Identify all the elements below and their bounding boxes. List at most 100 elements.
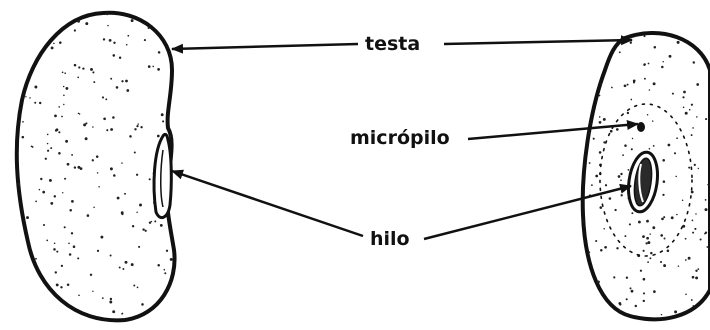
texture-dot bbox=[38, 188, 41, 191]
texture-dot bbox=[646, 113, 649, 116]
texture-dot bbox=[78, 66, 81, 69]
seed-side-outline bbox=[14, 10, 177, 323]
texture-dot bbox=[675, 175, 677, 178]
texture-dot bbox=[53, 42, 55, 45]
texture-dot bbox=[44, 157, 47, 160]
texture-dot bbox=[155, 314, 158, 317]
texture-dot bbox=[588, 251, 591, 254]
texture-dot bbox=[112, 310, 116, 314]
testa-arrow-left bbox=[171, 42, 359, 54]
texture-dot bbox=[157, 264, 160, 267]
texture-dot bbox=[652, 226, 656, 230]
texture-dot bbox=[696, 116, 698, 118]
texture-dot bbox=[604, 245, 607, 249]
texture-dot bbox=[598, 94, 601, 97]
texture-dot bbox=[32, 51, 35, 54]
texture-dot bbox=[671, 29, 673, 31]
texture-dot bbox=[652, 82, 656, 86]
texture-dot bbox=[143, 23, 146, 25]
texture-dot bbox=[707, 183, 709, 186]
texture-dot bbox=[691, 219, 694, 222]
texture-dot bbox=[18, 253, 21, 256]
texture-dot bbox=[53, 242, 56, 245]
texture-dot bbox=[134, 128, 137, 131]
texture-dot bbox=[120, 211, 124, 215]
seed-face-view bbox=[580, 28, 710, 324]
texture-dot bbox=[55, 283, 59, 287]
hilum-arrow-right bbox=[423, 183, 632, 241]
texture-dot bbox=[663, 216, 666, 219]
texture-dot bbox=[590, 322, 592, 324]
texture-dot bbox=[46, 142, 49, 145]
texture-dot bbox=[100, 235, 104, 239]
texture-dot bbox=[148, 221, 152, 224]
hilum-face-highlight bbox=[638, 163, 644, 203]
texture-dot bbox=[164, 272, 167, 275]
texture-dot bbox=[107, 24, 109, 27]
texture-dot bbox=[135, 173, 139, 176]
texture-dot bbox=[106, 129, 109, 132]
texture-dot bbox=[667, 143, 671, 147]
label-hilum: hilo bbox=[367, 228, 413, 250]
texture-dot bbox=[642, 249, 645, 252]
texture-dot bbox=[92, 126, 94, 128]
texture-dot bbox=[31, 308, 35, 311]
texture-dot bbox=[677, 265, 680, 267]
texture-dot bbox=[696, 33, 699, 36]
texture-dot bbox=[86, 214, 90, 217]
texture-dot bbox=[82, 67, 85, 70]
texture-dot bbox=[648, 89, 651, 91]
texture-dot bbox=[42, 190, 46, 194]
texture-dot bbox=[24, 49, 27, 52]
texture-dot bbox=[136, 211, 138, 214]
texture-dot bbox=[598, 116, 601, 118]
texture-dot bbox=[142, 228, 145, 231]
texture-dot bbox=[124, 260, 128, 264]
texture-dot bbox=[642, 277, 646, 281]
texture-dot bbox=[58, 106, 61, 108]
texture-dot bbox=[681, 199, 684, 201]
texture-dot bbox=[595, 174, 599, 178]
texture-dot bbox=[69, 209, 72, 212]
texture-dot bbox=[643, 321, 646, 324]
texture-dot bbox=[105, 98, 108, 101]
texture-dot bbox=[73, 63, 77, 67]
texture-dot bbox=[101, 96, 105, 99]
texture-dot bbox=[136, 124, 139, 128]
texture-dot bbox=[684, 111, 688, 115]
texture-dot bbox=[586, 291, 589, 294]
texture-dot bbox=[659, 260, 663, 264]
texture-dot bbox=[66, 283, 70, 287]
texture-dot bbox=[630, 289, 634, 293]
texture-dot bbox=[42, 223, 46, 227]
texture-dot bbox=[592, 311, 595, 314]
texture-dot bbox=[682, 106, 685, 109]
texture-dot bbox=[141, 303, 144, 306]
texture-dot bbox=[54, 271, 57, 274]
texture-dot bbox=[604, 184, 608, 187]
texture-dot bbox=[684, 237, 687, 240]
texture-dot bbox=[602, 117, 606, 121]
hilum-side-inner bbox=[160, 149, 164, 208]
texture-dot bbox=[637, 220, 641, 224]
texture-dot bbox=[69, 318, 71, 321]
texture-dot bbox=[139, 203, 142, 207]
texture-dot bbox=[664, 28, 667, 31]
texture-dot bbox=[150, 220, 153, 223]
texture-dot bbox=[690, 190, 694, 194]
texture-dot bbox=[42, 290, 45, 293]
texture-dot bbox=[91, 159, 94, 162]
texture-dot bbox=[144, 229, 147, 232]
texture-dot bbox=[27, 63, 30, 66]
texture-dot bbox=[26, 262, 29, 266]
texture-dot bbox=[602, 51, 605, 55]
micropyle-mark bbox=[637, 122, 645, 132]
texture-dot bbox=[156, 134, 160, 138]
texture-dot bbox=[582, 306, 583, 309]
texture-dot bbox=[683, 90, 686, 94]
texture-dot bbox=[48, 294, 52, 297]
texture-dot bbox=[116, 196, 120, 200]
texture-dot bbox=[61, 115, 63, 118]
texture-dot bbox=[93, 206, 95, 209]
